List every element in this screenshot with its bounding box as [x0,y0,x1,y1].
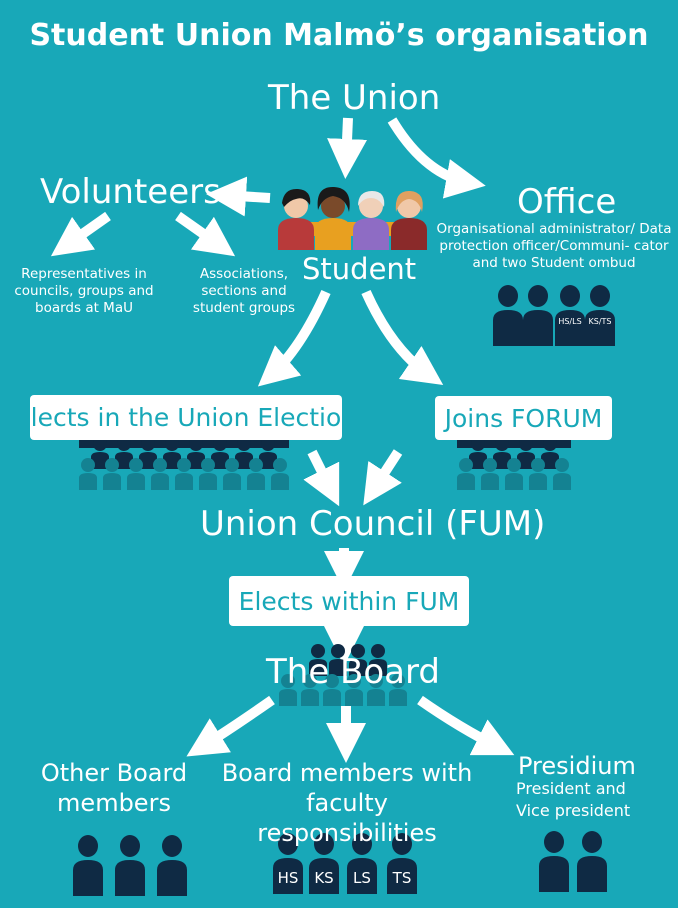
office-badge-1: HS/LS [558,317,581,326]
arrow-union-student [327,117,368,179]
volunteers-left-text: Representatives in councils, groups and … [14,266,154,316]
students-group-icon [278,186,427,250]
joins-forum-box: Joins FORUM [435,396,612,440]
faculty-badge-ls: LS [353,869,371,887]
faculty-title: Board members with faculty responsibilit… [221,759,473,847]
arrow-forum-council [363,449,403,506]
presidium-title: Presidium [518,752,636,780]
page-title: Student Union Malmö’s organisation [29,18,649,53]
arrow-student-volunteers [206,176,271,217]
other-board-people [73,835,187,896]
volunteers-right-text: Associations, sections and student group… [192,266,296,316]
faculty-badge-hs: HS [278,869,299,887]
arrow-board-presidium [417,695,515,756]
office-description: Organisational administrator/ Data prote… [436,221,672,271]
presidium-people [539,831,607,892]
faculty-badge-ks: KS [314,869,333,887]
student-label: Student [302,252,417,286]
office-title: Office [517,182,617,222]
elects-union-election-box: Elects in the Union Election [15,395,357,440]
arrow-board-other [186,695,275,757]
office-badge-2: KS/TS [589,317,612,326]
arrow-union-office [387,117,486,199]
office-people [493,285,615,346]
arrow-volunteers-left [50,211,111,257]
arrow-elects-council [303,449,340,507]
faculty-badge-ts: TS [392,869,412,887]
board-label: The Board [266,652,440,692]
union-label: The Union [268,78,441,118]
presidium-description: President and Vice president [516,779,631,820]
arrow-student-forum [361,289,444,386]
other-board-title: Other Board members [40,759,188,817]
arrow-student-elects [257,289,331,387]
union-council-label: Union Council (FUM) [200,504,546,544]
arrow-volunteers-right [175,211,236,257]
elects-within-fum-box: Elects within FUM [229,576,469,626]
volunteers-title: Volunteers [40,172,221,212]
